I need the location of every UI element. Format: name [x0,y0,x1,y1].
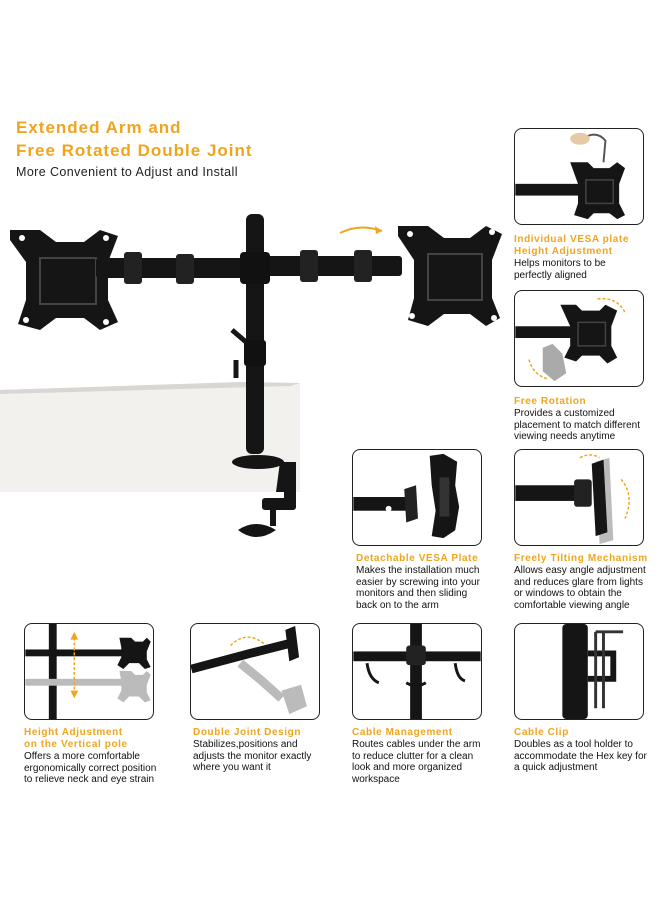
pole-height-desc-2: ergonomically correct position [24,762,157,774]
cable-mgmt-desc-2: to reduce clutter for a clean [352,750,474,762]
cable-clip-desc-2: accommodate the Hex key for [514,750,647,762]
cable-mgmt-desc-3: look and more organized [352,762,463,773]
tilting-panel [514,449,644,546]
cable-clip-desc-1: Doubles as a tool holder to [514,739,633,750]
pole-height-desc-1: Offers a more comfortable [24,751,140,762]
cable-mgmt-desc-4: workspace [352,773,400,785]
headline: Extended Arm and Free Rotated Double Joi… [16,116,253,179]
cable-clip-desc-3: a quick adjustment [514,762,598,773]
vertical-pole [246,214,264,454]
double-joint-desc-2: adjusts the monitor exactly [193,750,312,762]
cable-mgmt-title: Cable Management [352,727,453,738]
cable-clip-title: Cable Clip [514,727,569,738]
tilting-desc-3: or windows to obtain the [514,588,622,599]
cable-clip-caption: Cable Clip Doubles as a tool holder to a… [514,727,647,774]
pole-height-panel [24,623,154,720]
double-joint-caption: Double Joint Design Stabilizes,positions… [193,727,311,774]
cable-mgmt-desc-1: Routes cables under the arm [352,739,481,750]
rotation-caption: Free Rotation Provides a customized plac… [514,396,640,443]
tilting-title: Freely Tilting Mechanism [514,553,648,564]
detachable-desc-2: easier by screwing into your [356,576,480,588]
desk-surface [0,382,300,492]
right-arm [262,256,402,276]
vesa-height-desc-1: Helps monitors to be [514,258,606,269]
rotation-panel [514,290,644,387]
double-joint-desc-1: Stabilizes,positions and [193,739,298,750]
detachable-panel [352,449,482,546]
detachable-desc-1: Makes the installation much [356,565,480,576]
detachable-desc-3: monitors and then sliding [356,588,468,599]
vesa-height-desc-2: perfectly aligned [514,269,587,281]
rotation-title: Free Rotation [514,396,587,407]
cable-clip-panel [514,623,644,720]
pole-height-desc-3: to relieve neck and eye strain [24,774,155,785]
tilting-desc-2: and reduces glare from lights [514,576,643,588]
right-vesa-plate [398,226,502,326]
headline-subtitle: More Convenient to Adjust and Install [16,165,238,179]
headline-title-line-2: Free Rotated Double Joint [16,141,253,160]
cable-mgmt-panel [352,623,482,720]
cable-mgmt-caption: Cable Management Routes cables under the… [352,727,480,785]
double-joint-title: Double Joint Design [193,727,302,738]
vesa-height-title-2: Height Adjustment [514,246,613,257]
detachable-desc-4: back on to the arm [356,599,439,611]
double-joint-panel [190,623,320,720]
vesa-height-caption: Individual VESA plate Height Adjustment … [514,234,629,281]
pole-height-title-2: on the Vertical pole [24,739,128,750]
vesa-height-panel [514,128,644,225]
double-joint-desc-3: where you want it [193,762,271,773]
pole-height-caption: Height Adjustment on the Vertical pole O… [24,727,156,786]
hero-product-image [0,200,510,560]
detachable-title: Detachable VESA Plate [356,553,479,564]
headline-title-line-1: Extended Arm and [16,118,182,137]
desk-clamp [276,462,296,506]
detachable-caption: Detachable VESA Plate Makes the installa… [356,553,480,611]
rotation-desc-3: viewing needs anytime [514,431,616,442]
left-vesa-plate [10,230,118,330]
tilting-desc-1: Allows easy angle adjustment [514,565,646,576]
tilting-desc-4: comfortable viewing angle [514,599,630,611]
rotation-desc-2: placement to match different [514,419,640,431]
pole-height-title-1: Height Adjustment [24,727,123,738]
vesa-height-title-1: Individual VESA plate [514,234,630,245]
tilting-caption: Freely Tilting Mechanism Allows easy ang… [514,553,648,611]
pole-base [232,455,284,469]
rotation-desc-1: Provides a customized [514,408,615,419]
